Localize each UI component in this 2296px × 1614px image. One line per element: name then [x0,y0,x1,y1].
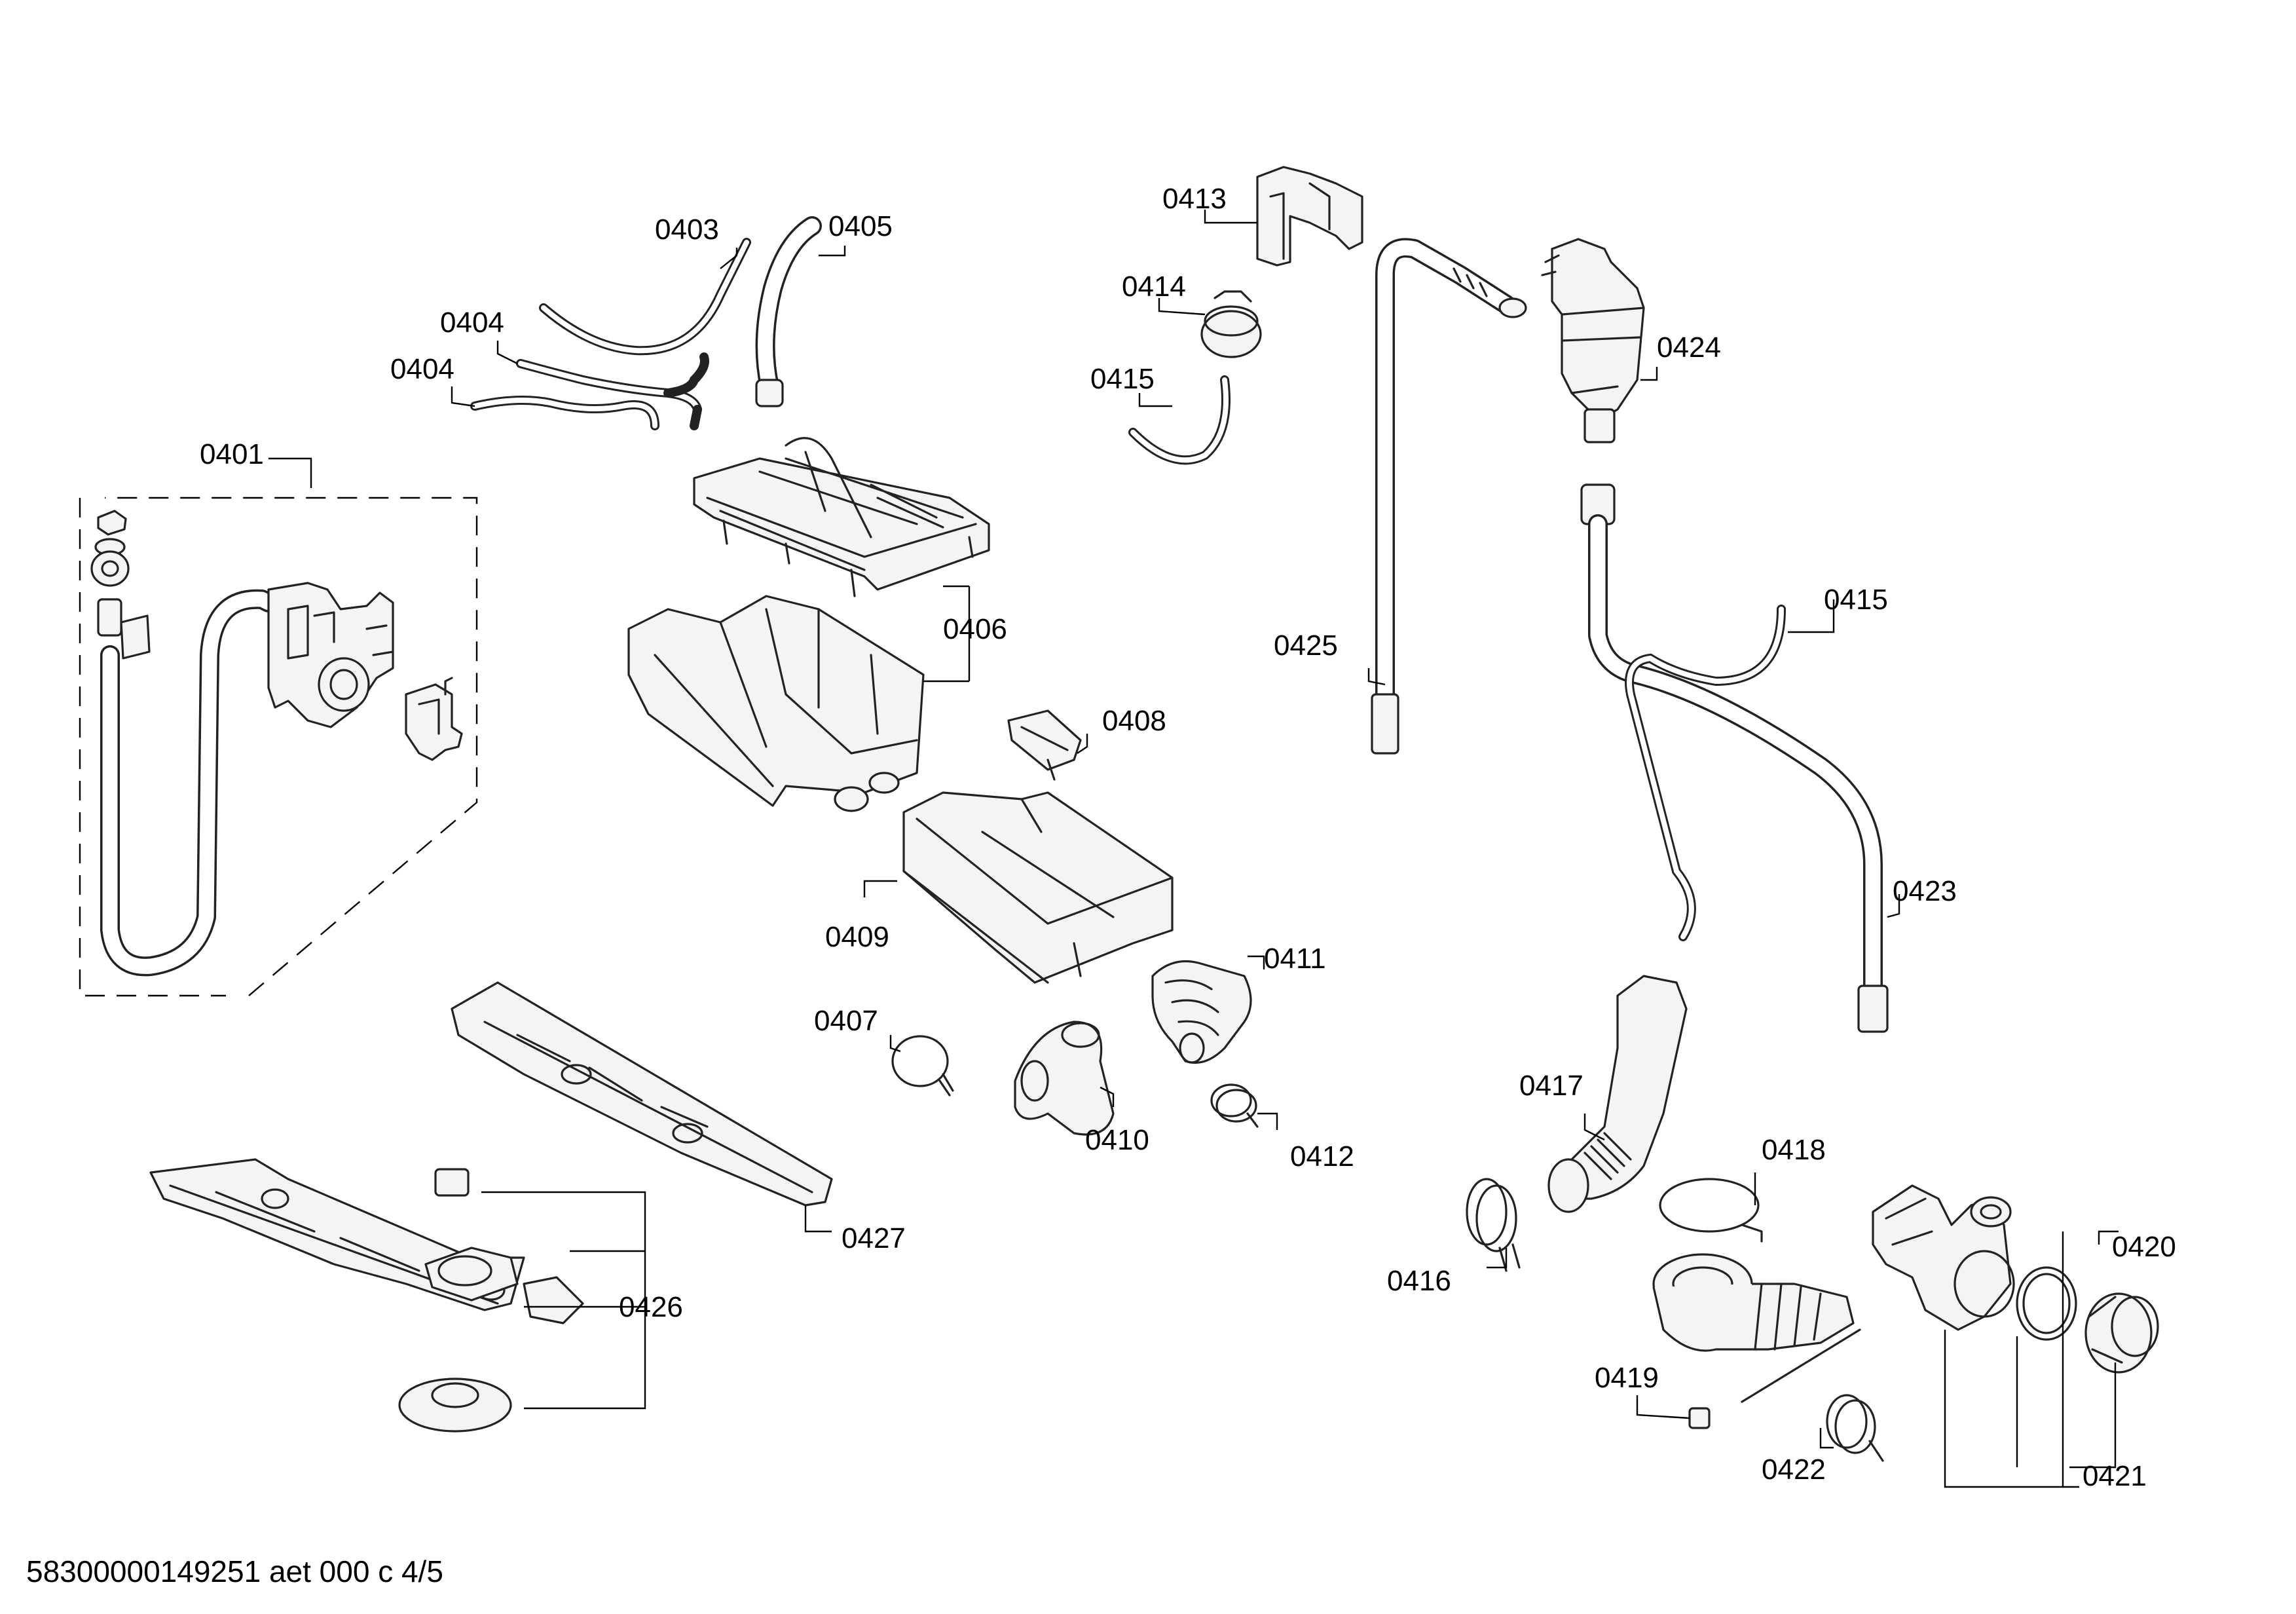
label-0404: 0404 [390,353,454,385]
label-0420: 0420 [2112,1231,2176,1263]
label-0424: 0424 [1657,331,1721,364]
part-labels: 0401 0403 0404 0404 0405 0406 0407 0408 … [200,183,2176,1492]
label-0411: 0411 [1264,943,1326,975]
label-0410: 0410 [1085,1124,1149,1156]
label-0412: 0412 [1290,1140,1354,1173]
label-0409: 0409 [825,921,889,953]
label-0419: 0419 [1595,1362,1659,1394]
part-0423-sump-hose [1580,483,1889,1033]
label-0401: 0401 [200,438,264,470]
part-0415-tube-lower [1625,605,1786,941]
part-0410-elbow [1014,1021,1115,1136]
label-0418: 0418 [1762,1134,1826,1166]
part-0421-filter [2016,1266,2159,1374]
part-0404-hose-lower [470,396,659,430]
label-0425: 0425 [1274,629,1338,662]
part-0419-sump [1652,1253,1861,1429]
part-0417-outlet-hose [1547,975,1688,1213]
label-0403: 0403 [655,214,719,246]
part-0406-dispenser-top [693,437,990,597]
label-0427: 0427 [842,1222,906,1254]
part-0404-hose-upper [516,352,709,430]
part-0422-clamp [1826,1394,1884,1462]
label-0405: 0405 [828,210,893,242]
part-0406-dispenser-tray [627,595,925,812]
part-0425-drain-hose [1371,238,1527,755]
label-0415: 0415 [1824,584,1888,616]
part-0407-clamp [891,1035,954,1097]
part-0411-bellow [1151,960,1252,1064]
label-0423: 0423 [1893,875,1957,907]
part-0413-bracket [1256,166,1363,267]
label-0421: 0421 [2083,1460,2147,1492]
label-0417: 0417 [1519,1070,1583,1102]
label-0415: 0415 [1090,363,1155,395]
part-0418-seal-ring [1659,1178,1763,1243]
part-0427-cross-bar [451,981,833,1207]
label-0408: 0408 [1102,705,1166,737]
part-0405-hose [755,216,822,407]
part-0401-inlet-assembly [79,497,478,997]
part-0408-clip [1007,709,1082,781]
label-0407: 0407 [814,1005,878,1037]
part-0409-drawer [902,791,1174,984]
part-0414-cap [1200,290,1262,358]
part-0415-tube-upper [1128,375,1231,465]
label-0414: 0414 [1122,271,1186,303]
label-0426: 0426 [619,1291,683,1323]
part-0403-hose [539,238,751,356]
label-0404: 0404 [440,307,504,339]
part-0424-chamber [1541,238,1645,443]
part-0426-cross-bar [149,1158,584,1433]
part-0412-clamp [1210,1083,1259,1128]
label-0416: 0416 [1387,1265,1451,1297]
label-0422: 0422 [1762,1454,1826,1486]
leader-lines [268,210,2119,1488]
label-0413: 0413 [1162,183,1227,215]
label-0406: 0406 [943,613,1007,645]
part-0416-clamp [1466,1178,1521,1272]
document-footer: 58300000149251 aet 000 c 4/5 [26,1554,443,1588]
part-0420-pump [1872,1184,2015,1331]
